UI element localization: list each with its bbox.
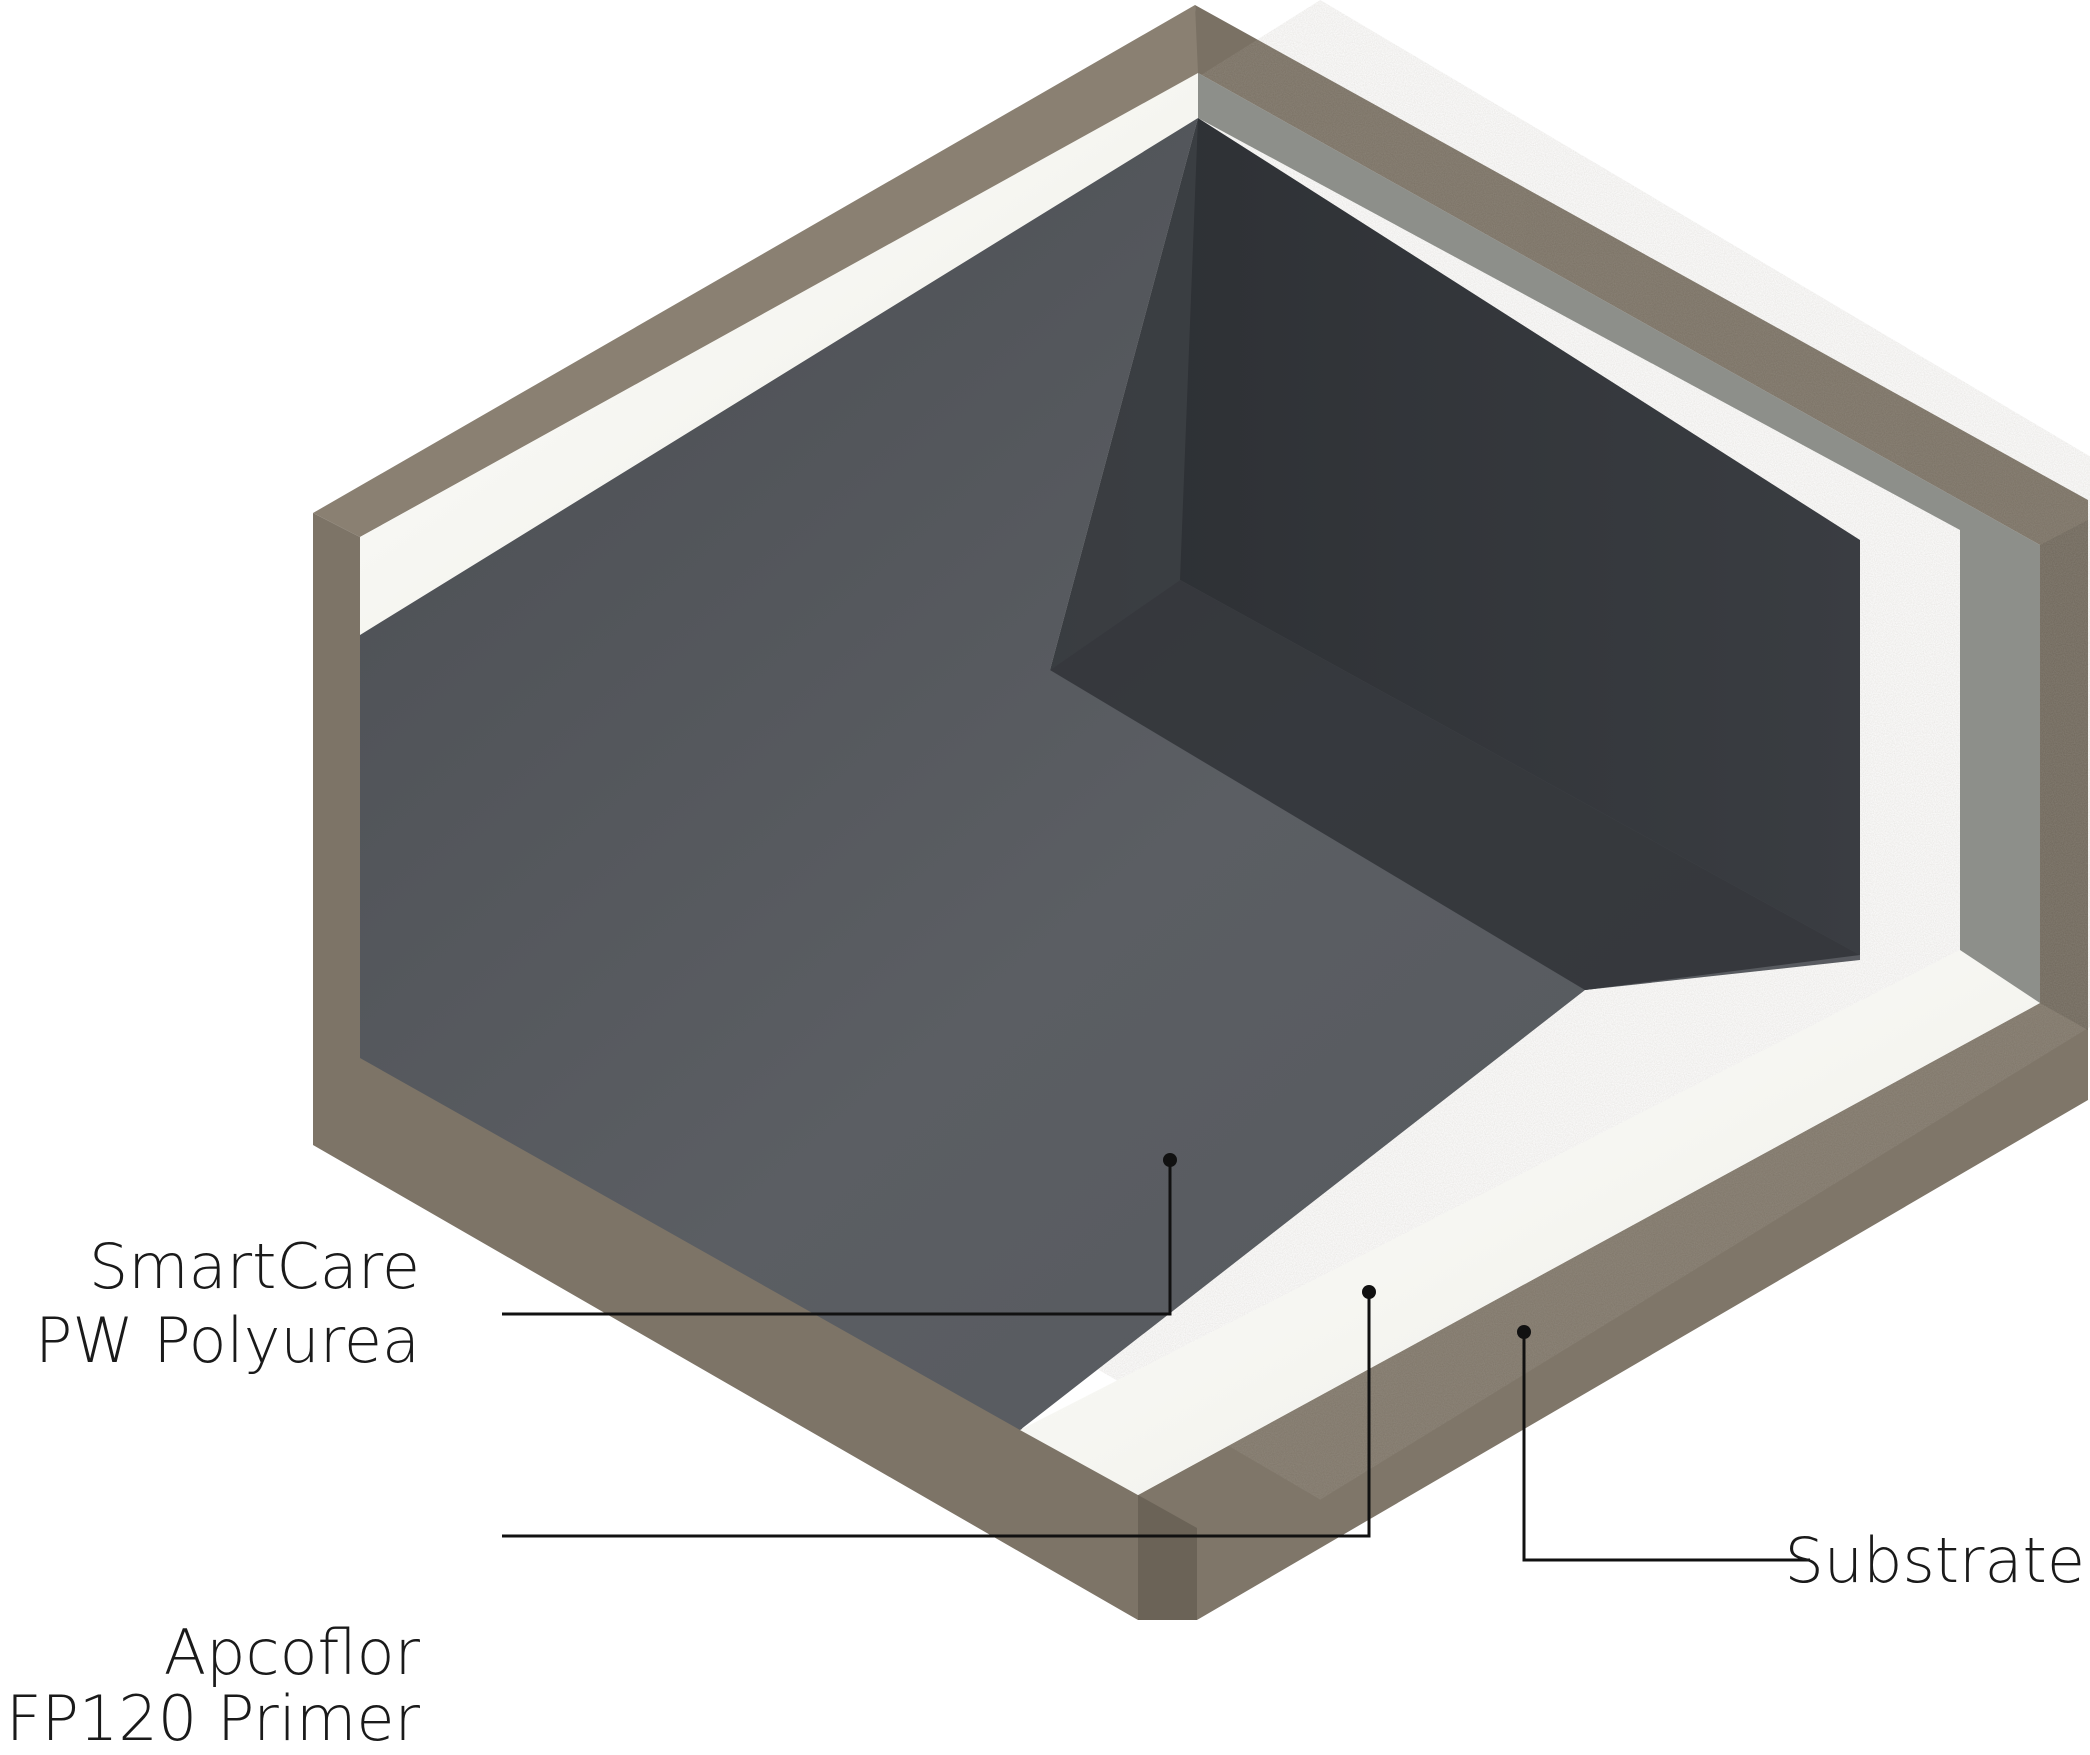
coating-label-line2: PW Polyurea: [35, 1304, 420, 1377]
coating-label-line1: SmartCare: [89, 1230, 420, 1303]
primer-front-band: [1020, 950, 2040, 1495]
primer-leader-line: [502, 1292, 1371, 1538]
callout-labels: SmartCare PW Polyurea Apcoflor HFP120 Pr…: [0, 1230, 2085, 1755]
primer-leader-dot: [1362, 1285, 1376, 1299]
substrate-bottom-edge: [1138, 1495, 1197, 1620]
primer-layer: [360, 73, 2040, 1495]
primer-left-band: [360, 73, 1198, 635]
substrate-label: Substrate: [1784, 1524, 2085, 1597]
substrate-left-wall-top: [313, 5, 1200, 537]
coating-floor-corner: [1050, 580, 1860, 990]
primer-label-line1: Apcoflor: [164, 1616, 421, 1689]
coating-leader-line: [502, 1160, 1172, 1316]
leader-dots: [1163, 1153, 1531, 1339]
substrate-leader-line: [1522, 1332, 1810, 1562]
coating-floor: [360, 118, 1860, 1430]
primer-label-line2: HFP120 Primer: [0, 1682, 421, 1755]
coating-layer: [360, 118, 1860, 1430]
substrate-left-wall: [313, 513, 1138, 1620]
substrate-leader-dot: [1517, 1325, 1531, 1339]
coating-leader-dot: [1163, 1153, 1177, 1167]
leader-lines: [502, 1160, 1810, 1562]
